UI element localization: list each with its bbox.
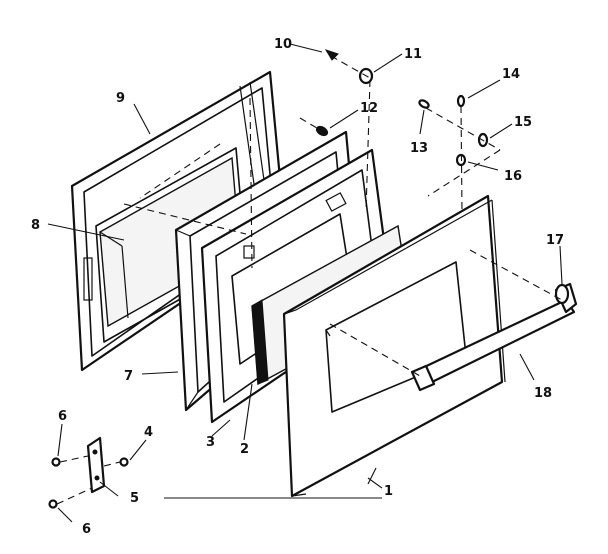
callout-3: 3 xyxy=(206,435,215,450)
callout-7: 7 xyxy=(124,369,133,384)
callout-2: 2 xyxy=(240,442,249,457)
hinge-screw-bottom xyxy=(48,499,58,509)
callout-8: 8 xyxy=(31,218,40,233)
callout-9: 9 xyxy=(116,91,125,106)
callout-10: 10 xyxy=(274,37,292,52)
callout-5: 5 xyxy=(130,491,139,506)
callout-6-bottom: 6 xyxy=(82,522,91,537)
callout-1: 1 xyxy=(384,484,393,499)
screw-10 xyxy=(324,49,339,61)
hinge-bracket xyxy=(86,436,106,494)
callout-17: 17 xyxy=(546,233,564,248)
callout-11: 11 xyxy=(404,47,422,62)
assembly-lines xyxy=(56,55,563,505)
screw-13 xyxy=(418,99,430,109)
callout-14: 14 xyxy=(502,67,520,82)
callout-18: 18 xyxy=(534,386,552,401)
callout-6-top: 6 xyxy=(58,409,67,424)
callout-4: 4 xyxy=(144,425,153,440)
callout-12: 12 xyxy=(360,101,378,116)
callout-15: 15 xyxy=(514,115,532,130)
hinge-nut xyxy=(119,457,129,467)
callout-13: 13 xyxy=(410,141,428,156)
leader-lines xyxy=(47,43,563,523)
handle-end-cap xyxy=(554,283,570,305)
callout-16: 16 xyxy=(504,169,522,184)
screw-14 xyxy=(456,94,466,108)
hinge-screw-top xyxy=(51,457,61,467)
